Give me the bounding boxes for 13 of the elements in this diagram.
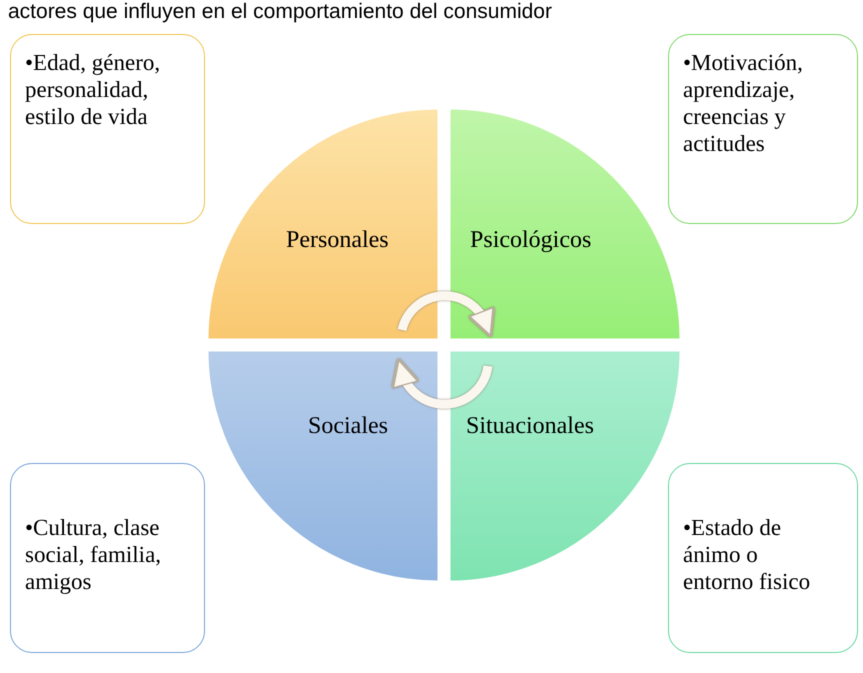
segment-label: Sociales: [308, 413, 388, 440]
segment-label: Psicológicos: [470, 227, 592, 254]
bullet-text: •Cultura, clase social, familia, amigos: [25, 514, 162, 595]
text-panel: [10, 463, 205, 653]
bullet-text: •Motivación, aprendizaje, creencias y actitudes: [683, 49, 804, 157]
segment-label: Personales: [286, 227, 389, 254]
text-panel: [668, 34, 858, 224]
diagram-title: actores que influyen en el comportamiento del consumidor: [8, 0, 552, 24]
text-panel: [668, 463, 858, 653]
bullet-text: •Edad, género, personalidad, estilo de vida: [25, 49, 162, 130]
segment-label: Situacionales: [466, 413, 594, 440]
bullet-text: •Estado de ánimo o entorno fisico: [683, 514, 812, 595]
text-panel: [10, 34, 205, 224]
